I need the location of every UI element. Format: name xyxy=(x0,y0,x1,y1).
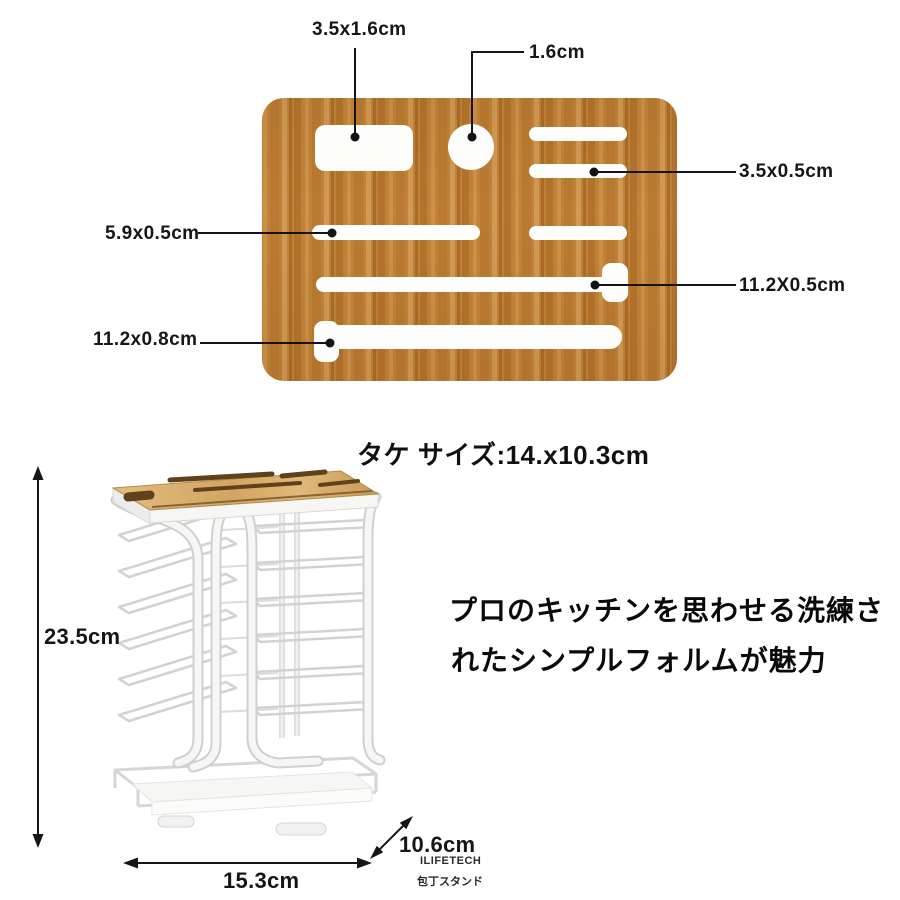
dimension-arrows xyxy=(32,466,413,869)
width-label: 15.3cm xyxy=(223,868,300,893)
marketing-copy-line1: プロのキッチンを思わせる洗練さ xyxy=(449,595,885,626)
slot-rect-3-5x1-6 xyxy=(315,125,413,171)
width-arrow xyxy=(123,857,372,869)
depth-label: 10.6cm xyxy=(399,832,476,857)
drip-tray xyxy=(130,771,374,816)
depth-arrow xyxy=(370,816,413,859)
knife-stand-illustration xyxy=(32,466,413,869)
leader-lines xyxy=(198,48,736,344)
dim-label-long-thin-slot: 11.2X0.5cm xyxy=(739,275,846,296)
dim-label-medium-slot: 5.9x0.5cm xyxy=(105,223,200,244)
hole-1-6 xyxy=(448,124,494,170)
dim-label-rect-slot: 3.5x1.6cm xyxy=(312,19,407,40)
slot-small-second xyxy=(529,164,627,178)
bamboo-board-diagram xyxy=(198,48,736,381)
product-label: 包丁スタンド xyxy=(417,876,483,888)
wire-shelves xyxy=(117,500,374,723)
bamboo-size-caption: タケ サイズ:14.x10.3cm xyxy=(357,440,650,470)
slot-small-top xyxy=(529,127,627,141)
brand-label: ILIFETECH xyxy=(420,855,482,867)
slot-long-thin-11-2 xyxy=(316,277,618,292)
board-slots xyxy=(312,124,628,362)
slot-long-thin-endbar xyxy=(602,263,628,302)
leader-hole xyxy=(471,51,524,134)
stand-feet xyxy=(157,815,327,836)
dim-label-long-wide-slot: 11.2x0.8cm xyxy=(93,329,198,350)
height-arrow xyxy=(32,466,44,848)
stand-back-posts xyxy=(279,508,300,738)
dim-label-small-slot: 3.5x0.5cm xyxy=(739,161,834,182)
slot-small-middle xyxy=(529,226,627,240)
slot-long-wide-11-2 xyxy=(316,325,622,349)
slot-medium-5-9 xyxy=(312,225,480,240)
height-label: 23.5cm xyxy=(44,624,121,649)
leader-dots xyxy=(325,132,600,348)
dim-label-hole: 1.6cm xyxy=(529,42,585,63)
stand-top xyxy=(111,469,380,525)
marketing-copy-line2: れたシンプルフォルムが魅力 xyxy=(451,645,827,676)
